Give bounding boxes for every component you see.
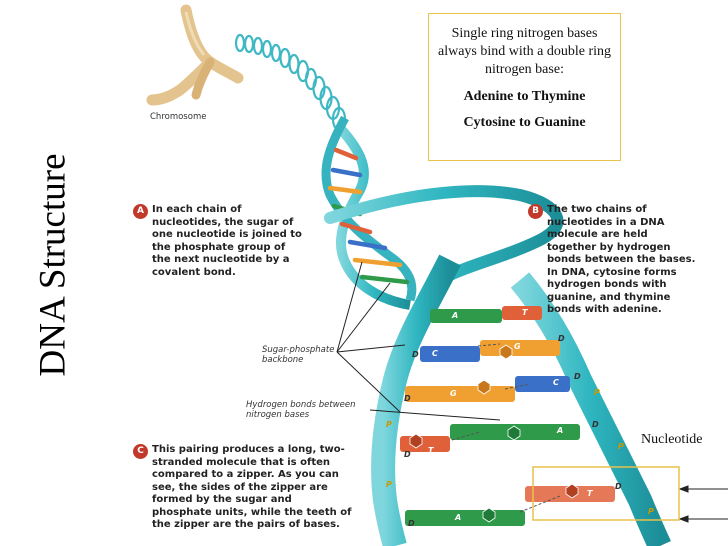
row5-right-d: D bbox=[615, 482, 622, 491]
callout-intro: Single ring nitrogen bases always bind w… bbox=[437, 26, 612, 77]
row2-left-d: D bbox=[412, 350, 419, 359]
note-c-text: This pairing produces a long, two-strand… bbox=[152, 444, 352, 530]
row4-left-d: D bbox=[404, 450, 411, 459]
row2-left-base: C bbox=[432, 349, 438, 358]
row3-left-base: G bbox=[450, 389, 457, 398]
nucleotide-label: Nucleotide bbox=[641, 432, 703, 447]
coiled-fiber-icon bbox=[234, 33, 347, 132]
row4-right-d: D bbox=[592, 420, 599, 429]
callout-pair-adenine-thymine: Adenine to Thymine bbox=[463, 89, 586, 104]
phosphate-5: P bbox=[386, 480, 392, 489]
phosphate-1: P bbox=[594, 388, 600, 397]
row4-left-base: T bbox=[428, 446, 434, 455]
row5-right-base: T bbox=[587, 489, 593, 498]
hydrogen-bonds-label: Hydrogen bonds between nitrogen bases bbox=[246, 400, 356, 420]
chromosome-label: Chromosome bbox=[150, 112, 207, 122]
note-a-badge: A bbox=[133, 204, 148, 219]
backbone-left bbox=[371, 254, 461, 546]
row3-right-base: C bbox=[553, 378, 559, 387]
note-c-badge: C bbox=[133, 444, 148, 459]
base-pairing-callout: Single ring nitrogen bases always bind w… bbox=[428, 13, 621, 161]
chromosome-icon bbox=[146, 4, 244, 106]
note-a-text: In each chain of nucleotides, the sugar … bbox=[152, 204, 302, 278]
callout-pair-cytosine-guanine: Cytosine to Guanine bbox=[463, 115, 586, 130]
phosphate-4: P bbox=[386, 420, 392, 429]
row5-left-base: A bbox=[455, 513, 462, 522]
note-b-badge: B bbox=[528, 204, 543, 219]
row4-right-base: A bbox=[557, 426, 564, 435]
base-pair-rungs bbox=[400, 306, 615, 526]
row1-left-base: A bbox=[452, 311, 459, 320]
pointer-lines bbox=[336, 261, 728, 523]
phosphate-3: P bbox=[648, 507, 654, 516]
row2-right-base: G bbox=[514, 342, 521, 351]
phosphate-2: P bbox=[618, 442, 624, 451]
row3-right-d: D bbox=[574, 372, 581, 381]
row3-left-d: D bbox=[404, 394, 411, 403]
row5-left-d: D bbox=[408, 519, 415, 528]
note-b-text: The two chains of nucleotides in a DNA m… bbox=[547, 204, 696, 315]
nucleotide-highlight-box bbox=[532, 466, 680, 521]
sugar-phosphate-label: Sugar-phosphate backbone bbox=[262, 345, 335, 365]
upper-helix bbox=[321, 115, 564, 310]
row2-right-d: D bbox=[558, 334, 565, 343]
row1-right-base: T bbox=[522, 308, 528, 317]
